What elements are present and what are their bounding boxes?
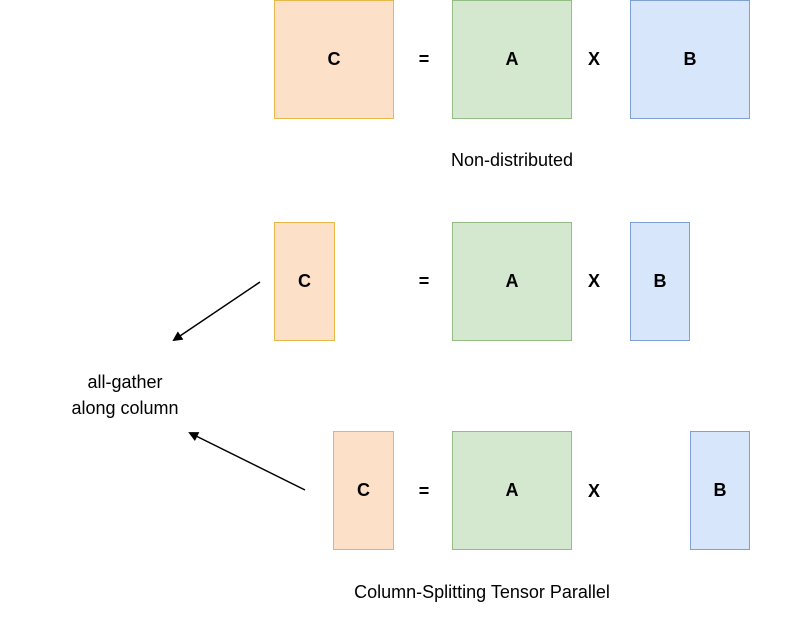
times-sign: X — [587, 271, 600, 291]
matrix-a: A — [452, 431, 572, 550]
gather-arrow-upper — [172, 281, 261, 342]
column-splitting-caption: Column-Splitting Tensor Parallel — [354, 582, 610, 602]
matrix-a: A — [452, 222, 572, 341]
non-distributed-caption: Non-distributed — [450, 150, 574, 170]
all-gather-label-line-2: along column — [71, 398, 179, 418]
all-gather-label-line-1: all-gather — [87, 372, 163, 392]
matrix-b: B — [630, 0, 750, 119]
equals-sign: = — [418, 481, 430, 501]
matrix-b-shard-2: B — [690, 431, 750, 550]
equals-sign: = — [418, 49, 430, 69]
matrix-a: A — [452, 0, 572, 119]
gather-arrow-lower — [188, 432, 306, 491]
matrix-c-shard-2: C — [333, 431, 394, 550]
matrix-c: C — [274, 0, 394, 119]
matrix-b-shard-1: B — [630, 222, 690, 341]
matrix-c-shard-1: C — [274, 222, 335, 341]
times-sign: X — [587, 49, 600, 69]
equals-sign: = — [418, 271, 430, 291]
times-sign: X — [587, 481, 600, 501]
